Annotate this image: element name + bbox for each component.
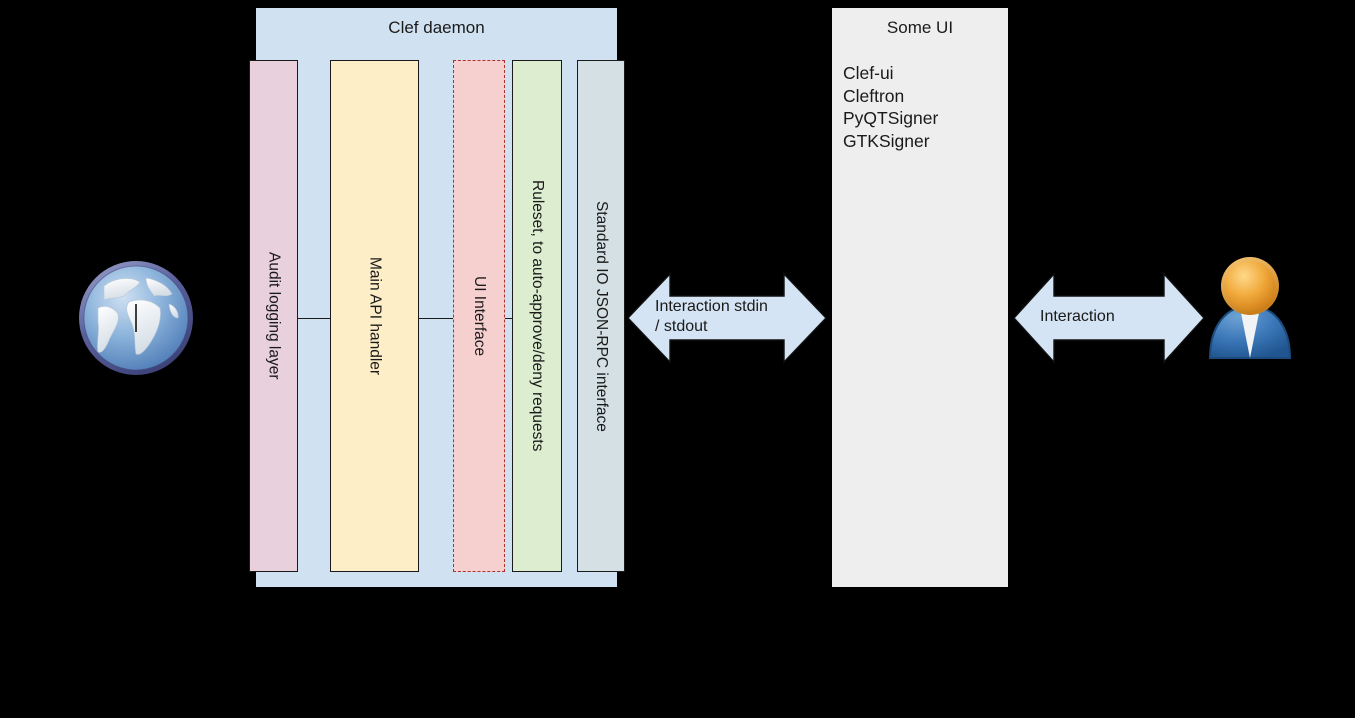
list-item[interactable]: Clef-ui: [843, 63, 894, 83]
component-label: Main API handler: [366, 256, 384, 376]
component-label: Audit logging layer: [265, 252, 283, 380]
list-item[interactable]: GTKSigner: [843, 130, 930, 151]
component-label: Standard IO JSON-RPC interface: [593, 200, 610, 432]
clef-daemon-container: [256, 8, 617, 587]
component-label: Ruleset, to auto-approve/deny requests: [529, 180, 546, 452]
arrow-interaction-stdin-stdout: [628, 268, 826, 368]
component-audit-logging-layer[interactable]: Audit logging layer: [249, 60, 298, 572]
some-ui-list: Clef-ui Cleftron PyQTSigner GTKSigner: [843, 62, 1003, 152]
list-item[interactable]: PyQTSigner: [843, 108, 939, 128]
globe-icon: [74, 256, 198, 380]
component-main-api-handler[interactable]: Main API handler: [330, 60, 419, 572]
some-ui-panel: [832, 8, 1008, 587]
component-ui-interface[interactable]: UI Interface: [453, 60, 505, 572]
component-standard-io-jsonrpc-interface[interactable]: Standard IO JSON-RPC interface: [577, 60, 625, 572]
some-ui-title: Some UI: [886, 18, 954, 37]
user-icon: [1202, 254, 1298, 360]
connector-line: [504, 318, 513, 319]
component-ruleset[interactable]: Ruleset, to auto-approve/deny requests: [512, 60, 562, 572]
component-label: UI Interface: [471, 275, 488, 357]
list-item[interactable]: Cleftron: [843, 85, 905, 106]
connector-line: [297, 318, 331, 319]
arrow-interaction-user: [1014, 268, 1204, 368]
connector-line: [418, 318, 454, 319]
clef-daemon-title: Clef daemon: [388, 18, 485, 37]
